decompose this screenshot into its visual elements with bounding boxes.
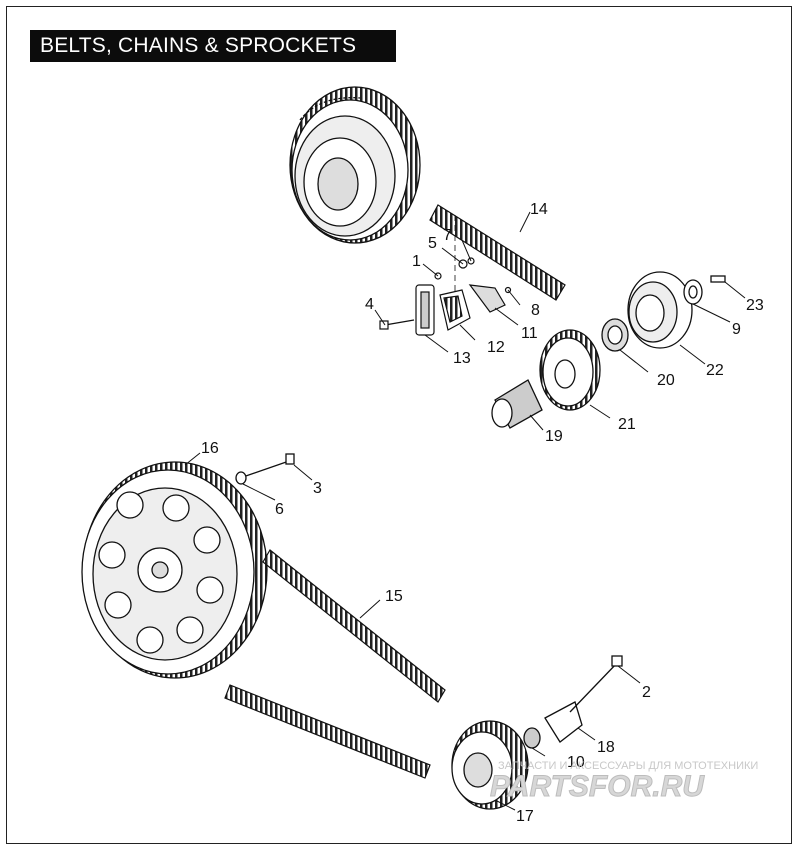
callout-12: 12 — [487, 339, 505, 356]
callout-10: 10 — [567, 754, 585, 771]
primary-chain — [429, 204, 566, 301]
watermark-logo: PARTSFOR.RU — [490, 770, 705, 803]
leader-lines — [184, 211, 746, 811]
callout-11: 11 — [521, 325, 538, 342]
rear-pulley — [81, 453, 295, 679]
callout-5: 5 — [428, 235, 437, 252]
callout-19: 19 — [545, 428, 563, 445]
callout-13: 13 — [453, 350, 471, 367]
watermark: ЗАПЧАСТИ И АКСЕССУАРЫ ДЛЯ МОТОТЕХНИКИ PA… — [490, 760, 759, 804]
chain-tensioner — [379, 257, 512, 336]
callout-8: 8 — [531, 302, 540, 319]
callout-18: 18 — [597, 739, 615, 756]
callout-2: 2 — [642, 684, 651, 701]
page-title: BELTS, CHAINS & SPROCKETS — [30, 30, 396, 62]
callout-21: 21 — [618, 416, 636, 433]
callout-14: 14 — [530, 201, 548, 218]
callout-22: 22 — [706, 362, 724, 379]
callout-6: 6 — [275, 501, 284, 518]
drive-belt — [224, 549, 446, 779]
callout-9: 9 — [732, 321, 741, 338]
callout-1: 1 — [412, 253, 421, 270]
callout-3: 3 — [313, 480, 322, 497]
callout-20: 20 — [657, 372, 675, 389]
callout-16: 16 — [201, 440, 219, 457]
watermark-text: ЗАПЧАСТИ И АКСЕССУАРЫ ДЛЯ МОТОТЕХНИКИ — [498, 760, 758, 772]
callout-15: 15 — [385, 588, 403, 605]
sprocket-assembly — [491, 271, 726, 429]
callout-17: 17 — [516, 808, 534, 825]
callout-4: 4 — [365, 296, 374, 313]
diagram-frame — [6, 6, 792, 844]
transmission-sprocket — [451, 655, 623, 810]
clutch-assembly — [289, 86, 421, 244]
callout-23: 23 — [746, 297, 764, 314]
callout-7: 7 — [443, 227, 452, 244]
callout-labels: 1 2 3 4 5 6 7 8 9 10 11 12 13 14 15 16 1… — [201, 201, 764, 825]
